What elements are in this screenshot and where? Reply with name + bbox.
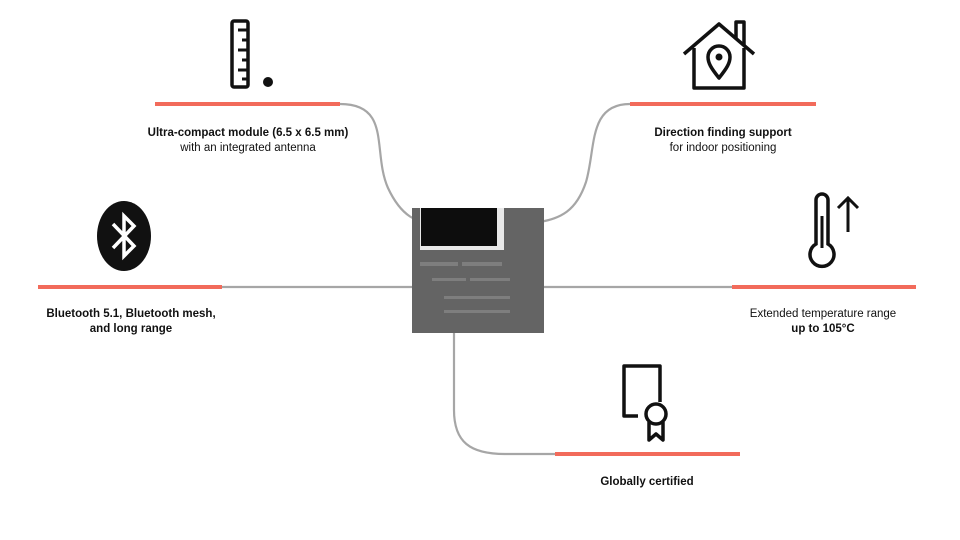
direction-title: Direction finding support <box>654 127 792 139</box>
feature-label-direction: Direction finding support for indoor pos… <box>654 126 791 156</box>
feature-label-bluetooth: Bluetooth 5.1, Bluetooth mesh, and long … <box>46 307 215 337</box>
bluetooth-subtitle: and long range <box>89 323 173 335</box>
temperature-title: Extended temperature range <box>749 308 897 320</box>
certificate-icon <box>622 364 668 442</box>
bluetooth-icon <box>97 201 151 271</box>
module-title: Ultra-compact module (6.5 x 6.5 mm) <box>147 127 349 139</box>
certified-title: Globally certified <box>600 476 694 488</box>
connector-direction <box>538 102 632 224</box>
ruler-icon <box>230 19 273 89</box>
thermometer-up-icon <box>808 192 860 269</box>
connector-certified <box>452 328 560 456</box>
home-location-icon <box>682 20 756 90</box>
bluetooth-title: Bluetooth 5.1, Bluetooth mesh, <box>46 308 216 320</box>
chip-module <box>412 208 544 333</box>
connector-module <box>338 102 434 226</box>
feature-label-certified: Globally certified <box>600 475 693 490</box>
feature-label-temperature: Extended temperature range up to 105°C <box>750 307 896 337</box>
temperature-subtitle: up to 105°C <box>791 323 855 335</box>
direction-subtitle: for indoor positioning <box>669 142 777 154</box>
module-subtitle: with an integrated antenna <box>180 142 316 154</box>
feature-label-module: Ultra-compact module (6.5 x 6.5 mm) with… <box>148 126 349 156</box>
